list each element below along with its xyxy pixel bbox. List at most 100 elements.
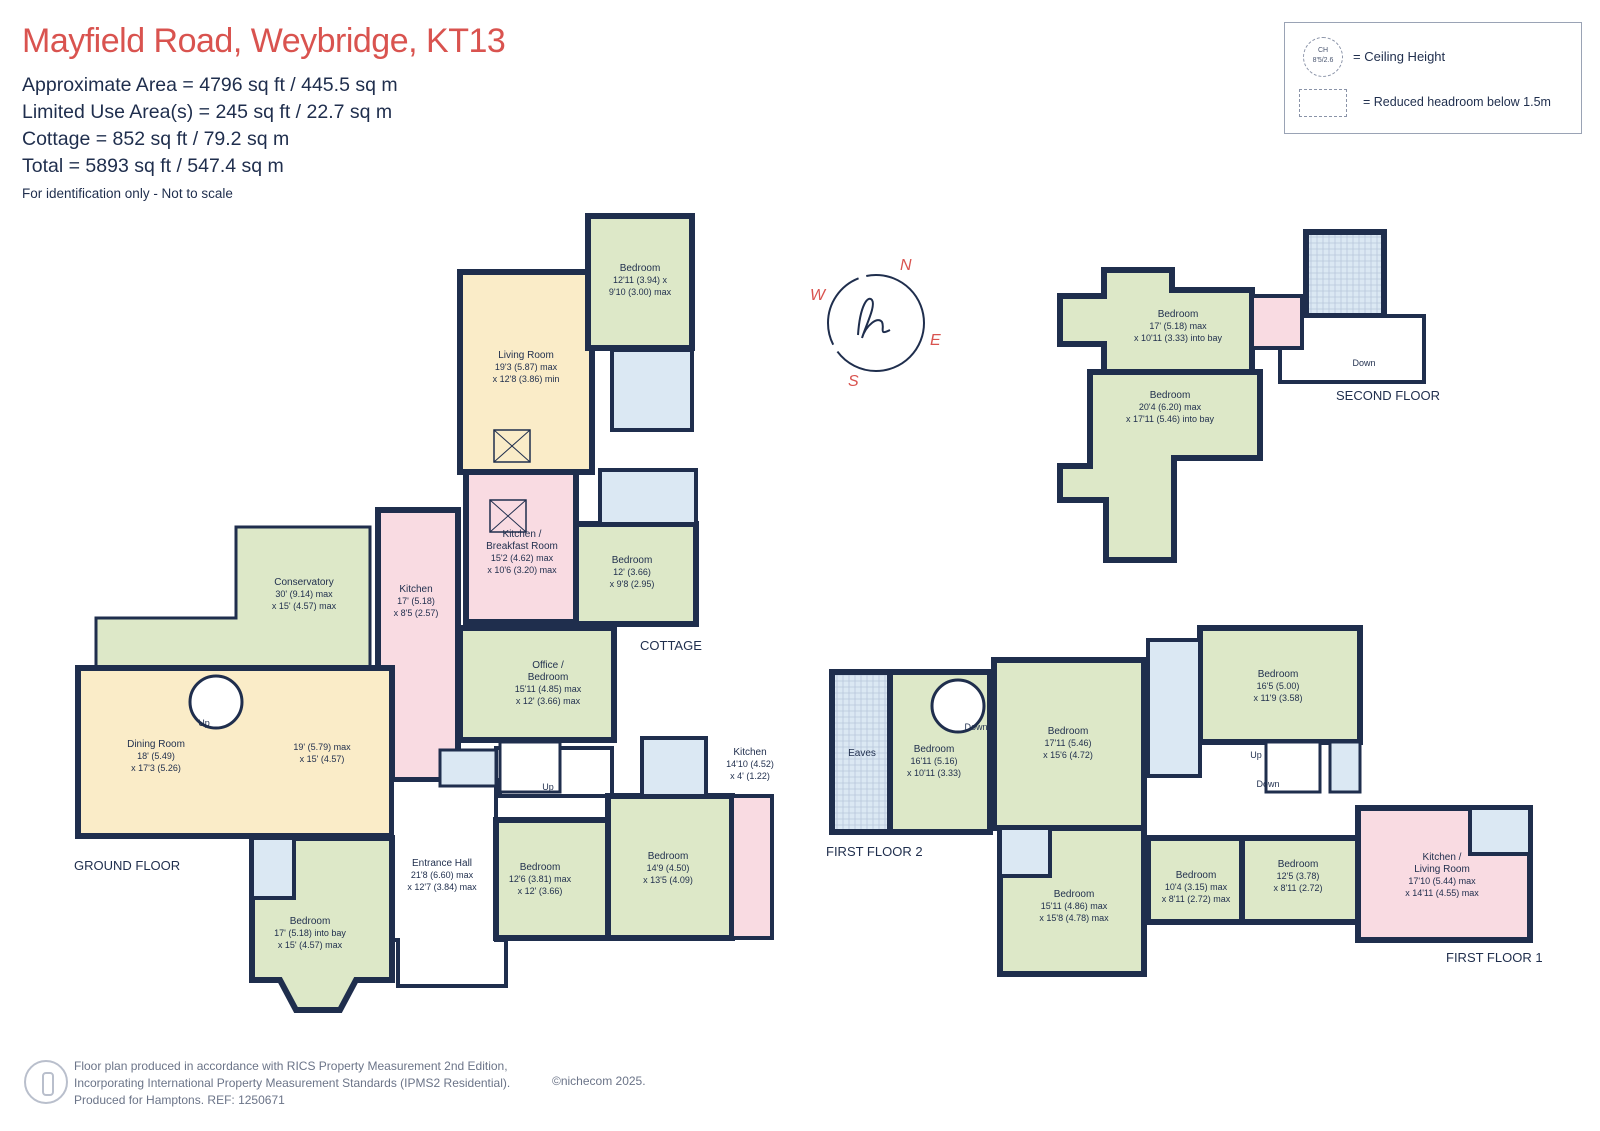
- room-ensuite-first: [998, 826, 1052, 878]
- svg-text:x 12' (3.66) max: x 12' (3.66) max: [516, 696, 581, 706]
- svg-text:x 8'11 (2.72): x 8'11 (2.72): [1273, 883, 1322, 893]
- room-bedroom-first-2: [1197, 625, 1363, 745]
- svg-text:x 12' (3.66): x 12' (3.66): [518, 886, 563, 896]
- stair-label-down-3: Down: [1256, 779, 1279, 789]
- svg-text:x 8'5 (2.57): x 8'5 (2.57): [394, 608, 439, 618]
- reduced-headroom-label: = Reduced headroom below 1.5m: [1363, 95, 1551, 109]
- room-bedroom-1: [585, 213, 695, 351]
- label-f2-eaves: Eaves: [848, 748, 876, 759]
- stair-label-up-3: Up: [1250, 750, 1262, 760]
- label-g-hall: Entrance Hall: [412, 858, 472, 869]
- room-bedroom-first-4: [1145, 835, 1245, 925]
- svg-text:x 17'3 (5.26): x 17'3 (5.26): [131, 763, 181, 773]
- label-s-bed2: Bedroom: [1150, 390, 1191, 401]
- svg-text:x 15'6 (4.72): x 15'6 (4.72): [1043, 750, 1093, 760]
- floor-label-ground: GROUND FLOOR: [74, 858, 180, 873]
- svg-text:15'11 (4.85) max: 15'11 (4.85) max: [515, 684, 582, 694]
- copyright: ©nichecom 2025.: [552, 1074, 646, 1088]
- stair-label-down-1: Down: [1352, 358, 1375, 368]
- room-labels: Bedroom 12'11 (3.94) x 9'10 (3.00) max L…: [127, 263, 1479, 950]
- svg-text:16'11 (5.16): 16'11 (5.16): [910, 756, 957, 766]
- svg-text:12'5 (3.78): 12'5 (3.78): [1277, 871, 1320, 881]
- svg-text:x 11'9 (3.58): x 11'9 (3.58): [1253, 693, 1302, 703]
- skylight-kitchen: [489, 499, 527, 533]
- room-eaves-first2: [829, 669, 897, 835]
- label-g-bed4: Bedroom: [648, 851, 689, 862]
- floor-label-first2: FIRST FLOOR 2: [826, 844, 923, 859]
- room-bathroom-1: [610, 348, 694, 432]
- reduced-headroom-icon: [1299, 89, 1347, 117]
- svg-text:x 13'5 (4.09): x 13'5 (4.09): [643, 875, 693, 885]
- room-bedroom-second-2: [1057, 369, 1263, 563]
- room-shower-first: [1468, 806, 1532, 856]
- svg-text:x 8'11 (2.72) max: x 8'11 (2.72) max: [1162, 894, 1231, 904]
- floor-label-first1: FIRST FLOOR 1: [1446, 950, 1543, 965]
- svg-text:x 14'11 (4.55) max: x 14'11 (4.55) max: [1405, 888, 1479, 898]
- room-living: [457, 269, 595, 475]
- stair-first1: [1264, 740, 1322, 794]
- svg-text:21'8 (6.60) max: 21'8 (6.60) max: [411, 870, 474, 880]
- compass-n: N: [900, 257, 912, 274]
- compass-w: W: [810, 287, 827, 304]
- room-bathroom-cottage: [640, 736, 708, 798]
- label-g-bed2: Bedroom: [612, 555, 653, 566]
- room-wc-ground: [438, 748, 498, 788]
- room-office: [457, 625, 617, 743]
- svg-text:x 17'11 (5.46) into bay: x 17'11 (5.46) into bay: [1126, 414, 1215, 424]
- svg-text:x 15' (4.57) max: x 15' (4.57) max: [278, 940, 343, 950]
- room-kitchen-cottage: [730, 794, 774, 940]
- room-bedroom-2: [573, 521, 699, 627]
- label-g-bed3: Bedroom: [520, 862, 561, 873]
- svg-text:x 15'8 (4.78) max: x 15'8 (4.78) max: [1039, 913, 1109, 923]
- label-f1-bed1: Bedroom: [1048, 726, 1089, 737]
- label-f1-bed2: Bedroom: [1258, 669, 1299, 680]
- label-g-reception: 19' (5.79) max: [293, 742, 351, 752]
- ceiling-height-label: = Ceiling Height: [1353, 49, 1446, 64]
- second-landing: [1278, 314, 1426, 384]
- first-floor-2-plan: [829, 669, 993, 835]
- svg-text:x 10'6 (3.20) max: x 10'6 (3.20) max: [487, 565, 557, 575]
- svg-text:12' (3.66): 12' (3.66): [613, 567, 651, 577]
- svg-text:30' (9.14) max: 30' (9.14) max: [275, 589, 333, 599]
- label-g-conserv: Conservatory: [274, 577, 333, 588]
- spiral-stair-ground: [188, 674, 244, 730]
- area-line-limited: Limited Use Area(s) = 245 sq ft / 22.7 s…: [22, 101, 393, 123]
- svg-text:12'11 (3.94) x: 12'11 (3.94) x: [613, 275, 668, 285]
- footer-line-2: Incorporating International Property Mea…: [74, 1076, 511, 1090]
- room-bedroom-first-1: [991, 657, 1147, 831]
- footer-note: Floor plan produced in accordance with R…: [74, 1058, 510, 1109]
- svg-text:15'2 (4.62) max: 15'2 (4.62) max: [491, 553, 554, 563]
- label-g-bed1: Bedroom: [620, 263, 661, 274]
- info-icon: [24, 1060, 68, 1104]
- area-line-cottage: Cottage = 852 sq ft / 79.2 sq m: [22, 128, 290, 150]
- svg-text:x 10'11 (3.33) into bay: x 10'11 (3.33) into bay: [1134, 333, 1223, 343]
- svg-text:18' (5.49): 18' (5.49): [137, 751, 175, 761]
- label-f1-kitliving: Kitchen /: [1423, 852, 1462, 863]
- stair-ground: [498, 740, 562, 794]
- svg-text:9'10 (3.00) max: 9'10 (3.00) max: [609, 287, 672, 297]
- svg-text:Bedroom: Bedroom: [528, 672, 569, 683]
- label-s-bed1: Bedroom: [1158, 309, 1199, 320]
- stair-label-down-2: Down: [964, 722, 987, 732]
- svg-text:10'4 (3.15) max: 10'4 (3.15) max: [1165, 882, 1228, 892]
- footer-line-1: Floor plan produced in accordance with R…: [74, 1059, 508, 1073]
- room-shower-cottage: [598, 468, 698, 526]
- label-f1-bed3: Bedroom: [1054, 889, 1095, 900]
- label-g-kit2: Kitchen: [733, 747, 766, 758]
- svg-text:12'6 (3.81) max: 12'6 (3.81) max: [509, 874, 572, 884]
- room-bathroom-first-1: [1146, 638, 1202, 778]
- svg-text:17'10 (5.44) max: 17'10 (5.44) max: [1408, 876, 1476, 886]
- svg-text:x 9'8 (2.95): x 9'8 (2.95): [610, 579, 655, 589]
- svg-text:20'4 (6.20) max: 20'4 (6.20) max: [1139, 402, 1202, 412]
- floor-label-cottage: COTTAGE: [640, 638, 702, 653]
- compass: N E S W: [810, 257, 941, 390]
- skylight-living: [493, 429, 531, 463]
- stair-label-up-2: Up: [542, 782, 554, 792]
- footer-line-3: Produced for Hamptons. REF: 1250671: [74, 1093, 285, 1107]
- label-g-dining: Dining Room: [127, 739, 185, 750]
- area-line-total: Total = 5893 sq ft / 547.4 sq m: [22, 155, 284, 177]
- label-f2-bed: Bedroom: [914, 744, 955, 755]
- spiral-stair-first2: [930, 678, 986, 734]
